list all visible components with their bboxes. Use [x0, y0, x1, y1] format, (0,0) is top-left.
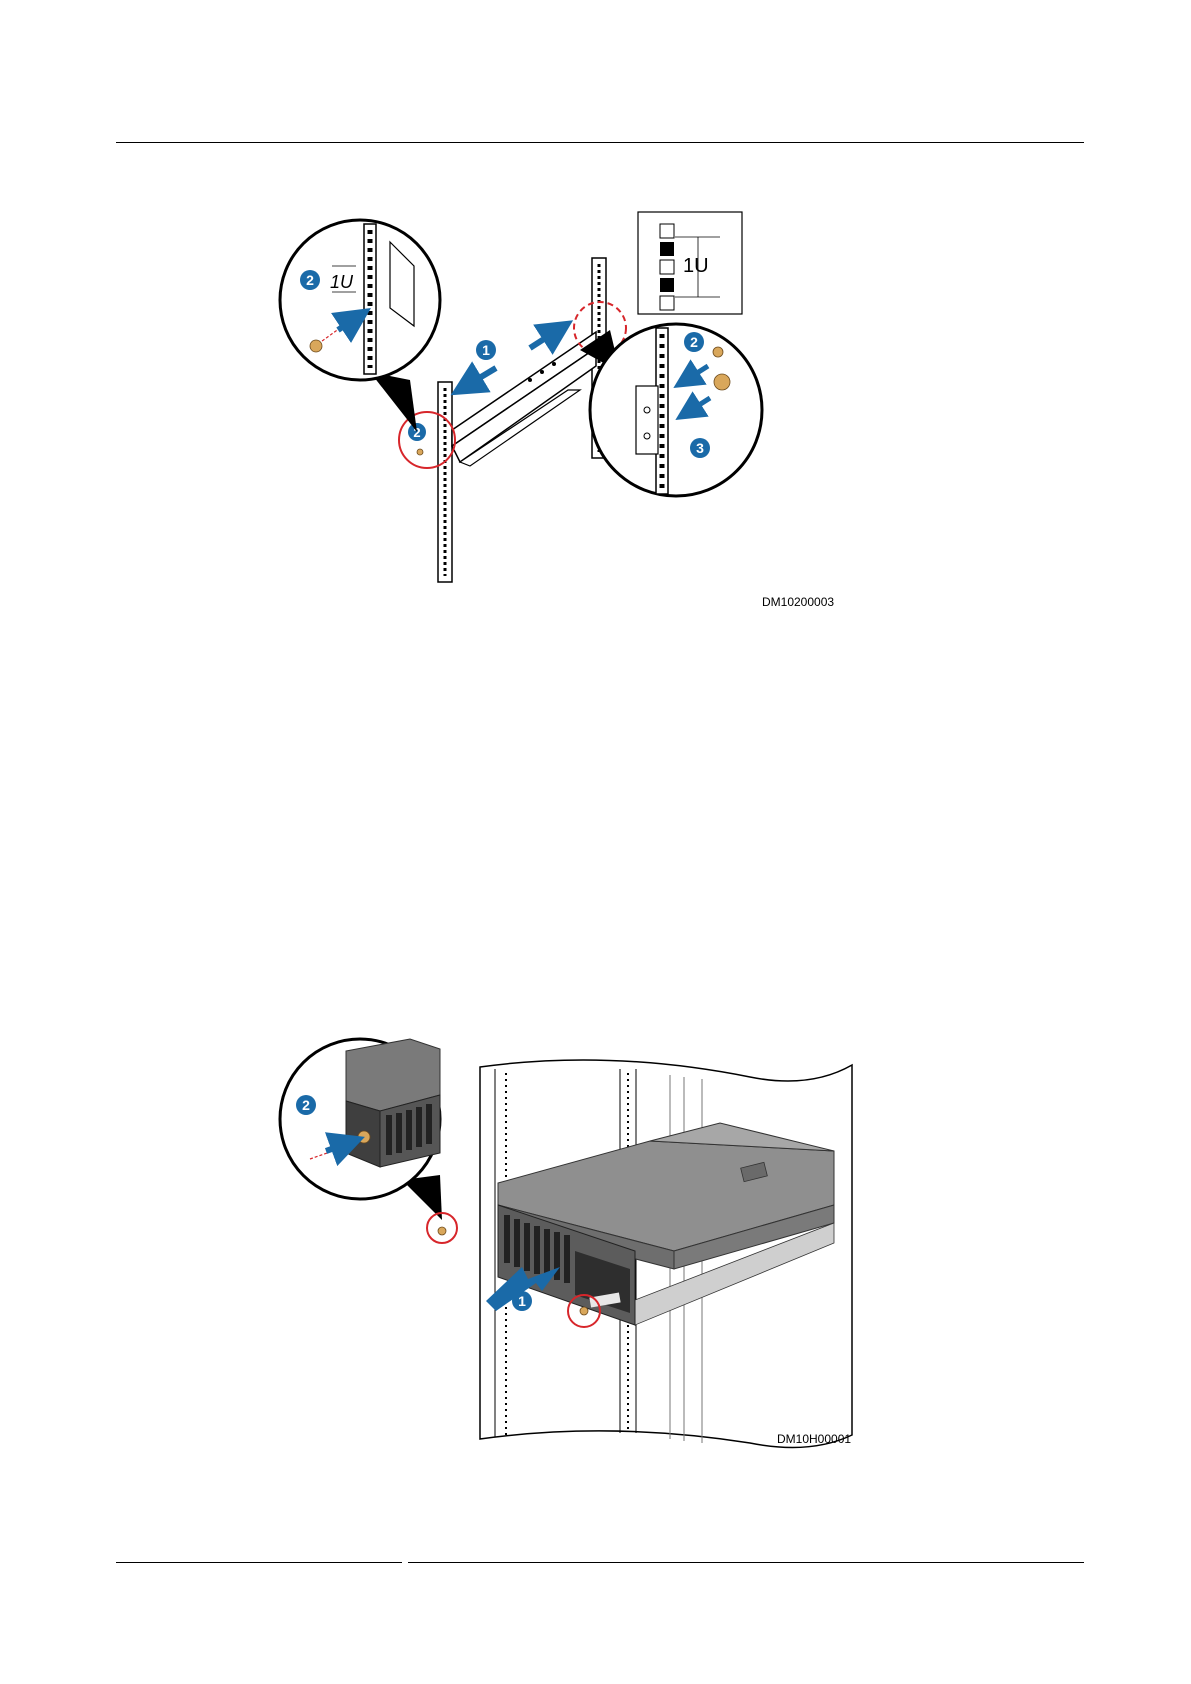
svg-text:2: 2 — [306, 272, 314, 288]
header-rule — [116, 142, 1084, 143]
front-rack-post — [438, 382, 452, 582]
svg-text:3: 3 — [696, 440, 704, 456]
ear-detail-magnifier: 2 — [280, 1039, 440, 1199]
svg-text:2: 2 — [690, 334, 698, 350]
footer-rule-left — [116, 1562, 402, 1563]
right-detail-magnifier: 2 3 — [580, 324, 762, 496]
unit-label-detail: 1U — [330, 272, 354, 292]
figure-server-installation: 1 — [290, 1055, 870, 1455]
unit-label: 1U — [683, 255, 709, 277]
svg-text:1: 1 — [518, 1293, 526, 1309]
svg-text:2: 2 — [302, 1097, 310, 1113]
figure-code-1: DM10200003 — [762, 595, 834, 609]
1u-reference-inset: 1U — [638, 212, 742, 314]
server-installation-illustration: 1 — [290, 1055, 870, 1455]
left-ear-highlight — [402, 1175, 457, 1243]
footer-rule-right — [408, 1562, 1084, 1563]
left-detail-magnifier: 1U 2 — [280, 220, 440, 432]
svg-text:1: 1 — [482, 342, 490, 358]
figure-code-2: DM10H00001 — [777, 1432, 851, 1446]
rail-installation-illustration: 1U 1 — [280, 200, 840, 610]
figure-rail-installation: 1U 1 — [280, 200, 840, 610]
guide-rail — [452, 332, 596, 466]
